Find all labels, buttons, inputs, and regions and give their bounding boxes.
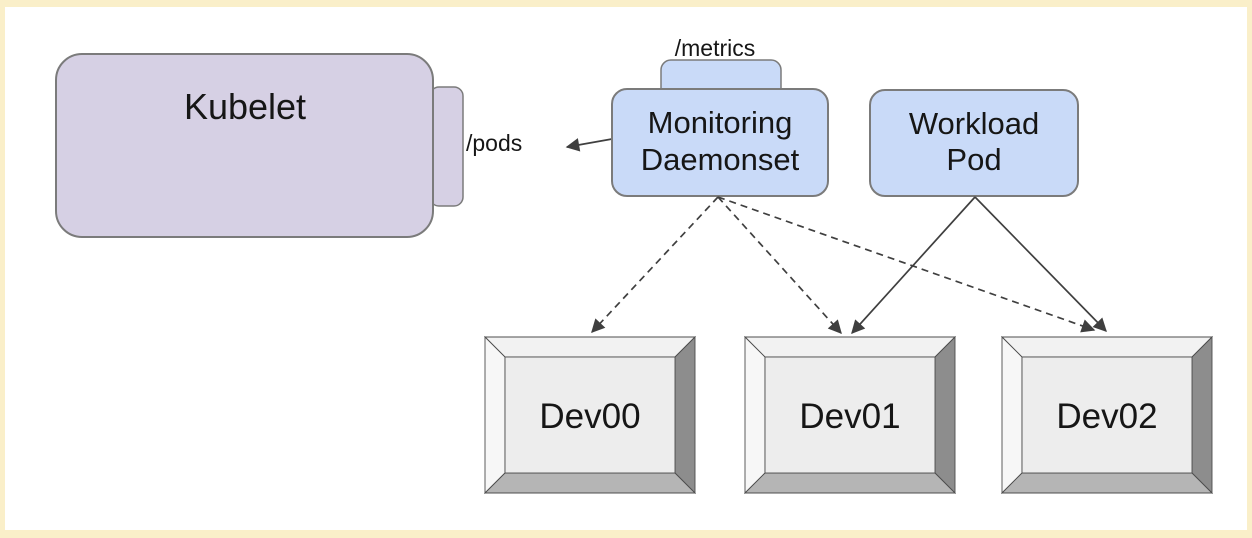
dev02-face <box>1021 356 1193 474</box>
dev00-label: Dev00 <box>539 397 640 436</box>
monitoring-daemonset-label-line1: Monitoring <box>648 105 793 140</box>
dev01-bevel-left <box>744 335 766 495</box>
dev00-bevel-left <box>484 335 506 495</box>
workload-pod-label-line1: Workload <box>909 106 1039 141</box>
workload-pod-node: Workload Pod <box>869 89 1079 197</box>
kubelet-pods-port-tab <box>429 86 464 207</box>
device-dev00: Dev00 <box>483 335 697 495</box>
edge-daemonset-to-dev02 <box>717 196 1096 333</box>
dev02-bevel-top <box>1000 336 1214 358</box>
device-dev02: Dev02 <box>1000 335 1214 495</box>
dev01-face <box>764 356 936 474</box>
dev01-bevel-bottom <box>743 472 957 494</box>
metrics-endpoint-label: /metrics <box>675 35 756 61</box>
dev02-bevel-bottom <box>1000 472 1214 494</box>
workload-pod-label-line2: Pod <box>946 142 1001 177</box>
device-dev01: Dev01 <box>743 335 957 495</box>
dev00-bevel-top <box>483 336 697 358</box>
edge-workload-to-dev02 <box>974 196 1107 332</box>
edge-workload-to-dev01 <box>851 196 976 335</box>
workload-pod-box <box>869 89 1079 197</box>
monitoring-daemonset-node: /metrics Monitoring Daemonset <box>611 35 829 197</box>
pods-endpoint-label: /pods <box>466 130 522 156</box>
dev00-face <box>504 356 676 474</box>
dev02-bevel-right <box>1191 335 1213 495</box>
edge-daemonset-to-dev00 <box>591 196 719 333</box>
kubelet-label: Kubelet <box>184 86 306 127</box>
monitoring-daemonset-box <box>611 88 829 197</box>
kubelet-box <box>55 53 434 238</box>
dev00-bevel-right <box>674 335 696 495</box>
dev01-bevel-right <box>934 335 956 495</box>
monitoring-daemonset-label-line2: Daemonset <box>641 142 800 177</box>
dev02-label: Dev02 <box>1056 397 1157 436</box>
edge-daemonset-to-dev01 <box>717 196 842 335</box>
edge-daemonset-to-kubelet <box>565 138 613 152</box>
dev01-label: Dev01 <box>799 397 900 436</box>
kubelet-node: Kubelet <box>55 53 464 238</box>
dev00-bevel-bottom <box>483 472 697 494</box>
dev02-bevel-left <box>1001 335 1023 495</box>
dev01-bevel-top <box>743 336 957 358</box>
